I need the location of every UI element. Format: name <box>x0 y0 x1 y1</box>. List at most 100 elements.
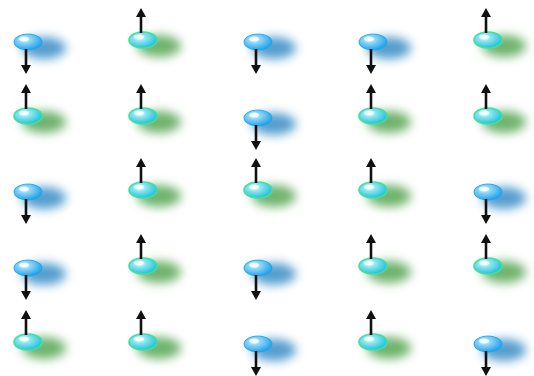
spin-particle-up <box>474 8 526 57</box>
arrow-head <box>21 291 31 300</box>
particle-body <box>129 32 157 48</box>
particle-highlight <box>479 187 489 192</box>
particle-highlight <box>479 261 489 266</box>
particle-body <box>359 182 387 198</box>
particle-highlight <box>19 187 29 192</box>
arrow-up-icon <box>366 158 376 183</box>
particle-body <box>474 336 502 352</box>
arrow-head <box>21 84 31 93</box>
particle-highlight <box>364 185 374 190</box>
spin-particle-up <box>14 84 66 133</box>
arrow-head <box>136 158 146 167</box>
particle-highlight <box>479 339 489 344</box>
particle-body <box>244 182 272 198</box>
spin-particle-down <box>474 184 526 224</box>
arrow-head <box>481 215 491 224</box>
spin-particle-up <box>129 158 181 207</box>
spin-particle-up <box>14 310 66 359</box>
particle-body <box>14 334 42 350</box>
arrow-head <box>21 65 31 74</box>
arrow-head <box>251 291 261 300</box>
spin-particle-down <box>474 336 526 376</box>
arrow-up-icon <box>136 234 146 259</box>
particle-body <box>14 34 42 50</box>
particle-highlight <box>249 263 259 268</box>
particle-highlight <box>479 111 489 116</box>
spin-particle-up <box>129 84 181 133</box>
spin-particle-up <box>474 234 526 283</box>
arrow-up-icon <box>136 310 146 335</box>
arrow-head <box>136 234 146 243</box>
arrow-head <box>21 215 31 224</box>
particle-highlight <box>134 261 144 266</box>
particle-body <box>359 258 387 274</box>
arrow-head <box>251 158 261 167</box>
spin-particle-down <box>244 34 296 74</box>
arrow-head <box>136 310 146 319</box>
arrow-head <box>251 367 261 376</box>
particle-body <box>474 32 502 48</box>
particle-body <box>244 260 272 276</box>
arrow-up-icon <box>481 8 491 33</box>
particle-highlight <box>364 111 374 116</box>
arrow-up-icon <box>136 8 146 33</box>
particle-body <box>244 336 272 352</box>
arrow-head <box>251 65 261 74</box>
spin-particle-down <box>244 260 296 300</box>
particle-highlight <box>479 35 489 40</box>
spin-particle-up <box>129 8 181 57</box>
arrow-head <box>21 310 31 319</box>
particle-body <box>129 258 157 274</box>
particle-body <box>244 110 272 126</box>
spin-particle-up <box>359 234 411 283</box>
arrow-up-icon <box>481 234 491 259</box>
spin-particle-down <box>244 336 296 376</box>
spin-particle-up <box>129 234 181 283</box>
particle-body <box>14 108 42 124</box>
particle-highlight <box>134 111 144 116</box>
arrow-up-icon <box>366 310 376 335</box>
particle-highlight <box>249 113 259 118</box>
spin-particle-up <box>359 84 411 133</box>
spin-particle-up <box>474 84 526 133</box>
particle-highlight <box>19 37 29 42</box>
particle-body <box>474 108 502 124</box>
arrow-up-icon <box>21 84 31 109</box>
particle-highlight <box>249 37 259 42</box>
particle-highlight <box>134 337 144 342</box>
particle-grid <box>14 8 526 376</box>
spin-particle-down <box>14 260 66 300</box>
particle-highlight <box>134 185 144 190</box>
spin-particle-up <box>359 158 411 207</box>
arrow-up-icon <box>136 84 146 109</box>
particle-highlight <box>19 263 29 268</box>
arrow-up-icon <box>136 158 146 183</box>
spin-particle-down <box>244 110 296 150</box>
arrow-up-icon <box>21 310 31 335</box>
arrow-head <box>251 141 261 150</box>
particle-highlight <box>364 37 374 42</box>
arrow-head <box>481 367 491 376</box>
particle-body <box>129 108 157 124</box>
arrow-head <box>366 234 376 243</box>
particle-body <box>474 184 502 200</box>
particle-highlight <box>134 35 144 40</box>
particle-body <box>359 34 387 50</box>
particle-body <box>14 184 42 200</box>
spin-particle-down <box>14 184 66 224</box>
particle-body <box>129 334 157 350</box>
arrow-head <box>481 8 491 17</box>
particle-body <box>244 34 272 50</box>
arrow-up-icon <box>366 84 376 109</box>
particle-highlight <box>19 337 29 342</box>
spin-particle-up <box>244 158 296 207</box>
particle-highlight <box>364 261 374 266</box>
particle-body <box>474 258 502 274</box>
particle-body <box>129 182 157 198</box>
arrow-head <box>366 65 376 74</box>
arrow-head <box>136 8 146 17</box>
particle-highlight <box>19 111 29 116</box>
spin-particle-down <box>14 34 66 74</box>
arrow-head <box>366 158 376 167</box>
